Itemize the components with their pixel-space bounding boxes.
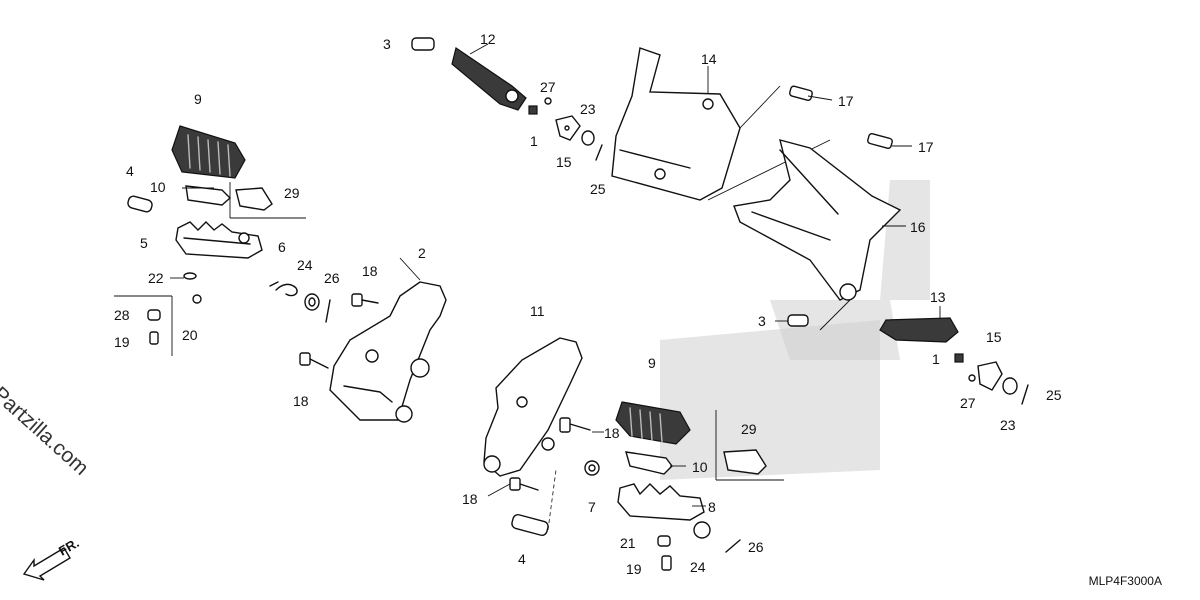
footpeg-rubber-center (615, 401, 691, 445)
serrated-step-left (175, 221, 263, 259)
heel-guard-14 (611, 47, 741, 201)
footpeg-12 (451, 47, 527, 111)
callout-15: 15 (986, 329, 1002, 345)
callout-28: 28 (114, 307, 130, 323)
bolt-18-center-upper (559, 417, 591, 433)
callout-10: 10 (692, 459, 708, 475)
plate-left (185, 185, 232, 206)
callout-26: 26 (324, 270, 340, 286)
cotter-pin-25-top (595, 144, 603, 161)
callout-12: 12 (480, 31, 496, 47)
bolt-17-lower (867, 133, 893, 149)
callout-9: 9 (194, 91, 202, 107)
spring-6 (269, 281, 298, 297)
callout-14: 14 (701, 51, 717, 67)
callout-18: 18 (462, 491, 478, 507)
callout-18: 18 (362, 263, 378, 279)
footrest-bracket-left (329, 281, 447, 423)
leader-lines (170, 43, 941, 507)
callout-2: 2 (418, 245, 426, 261)
callout-13: 13 (930, 289, 946, 305)
bolt-17-upper (789, 85, 813, 101)
bolt-3-right (787, 314, 809, 327)
callout-27: 27 (540, 79, 556, 95)
callout-8: 8 (708, 499, 716, 515)
bolt-18-upper-left (351, 293, 379, 307)
washer-23-top (581, 130, 595, 146)
callout-22: 22 (148, 270, 164, 286)
callout-27: 27 (960, 395, 976, 411)
bolt-19-left (149, 331, 159, 345)
bolt-18-center-lower (509, 477, 539, 491)
callout-3: 3 (383, 36, 391, 52)
spring-1-top (528, 105, 538, 115)
callout-labels: 3 12 27 1 23 15 25 14 17 17 9 4 10 29 5 … (114, 31, 1062, 577)
callout-25: 25 (1046, 387, 1062, 403)
bracket-29-right (715, 410, 784, 481)
plate-10-center (625, 451, 673, 475)
diagram-code: MLP4F3000A (1088, 574, 1162, 588)
callout-4: 4 (518, 551, 526, 567)
bolt-20 (192, 294, 202, 304)
callout-3: 3 (758, 313, 766, 329)
callout-5: 5 (140, 235, 148, 251)
callout-19: 19 (114, 334, 130, 350)
callout-16: 16 (910, 219, 926, 235)
callout-24: 24 (297, 257, 313, 273)
callout-23: 23 (1000, 417, 1016, 433)
bolt-19-center (661, 555, 672, 571)
ball-27-top (544, 97, 552, 105)
footpeg-13 (879, 317, 959, 343)
washer-24-center (693, 521, 711, 539)
callout-6: 6 (278, 239, 286, 255)
washer-23-right (1002, 377, 1018, 395)
callout-7: 7 (588, 499, 596, 515)
callout-18: 18 (293, 393, 309, 409)
footrest-bracket-11 (483, 337, 583, 477)
callout-17: 17 (918, 139, 934, 155)
callout-1: 1 (932, 351, 940, 367)
callout-26: 26 (748, 539, 764, 555)
bolt-3-top (411, 37, 435, 51)
pin-4-center (511, 469, 557, 536)
callout-17: 17 (838, 93, 854, 109)
pin-left (127, 195, 153, 213)
nut-28 (147, 309, 161, 321)
callout-24: 24 (690, 559, 706, 575)
bolt-18-lower-left (299, 352, 329, 369)
callout-29: 29 (741, 421, 757, 437)
footpeg-rubber-left (171, 125, 246, 179)
callout-15: 15 (556, 154, 572, 170)
callout-10: 10 (150, 179, 166, 195)
serrated-step-8 (617, 483, 705, 521)
callout-9: 9 (648, 355, 656, 371)
callout-11: 11 (530, 303, 545, 319)
washer-22 (183, 272, 197, 280)
front-direction-arrow: FR. (22, 535, 82, 581)
callout-23: 23 (580, 101, 596, 117)
ball-27-right (968, 374, 976, 382)
cotter-pin-25-right (1021, 384, 1029, 405)
callout-20: 20 (182, 327, 198, 343)
washer-24-left (304, 293, 320, 311)
spring-1-right (954, 353, 964, 363)
callout-1: 1 (530, 133, 538, 149)
callout-19: 19 (626, 561, 642, 577)
cotter-pin-26-left (325, 299, 331, 323)
callout-29: 29 (284, 185, 300, 201)
bracket-29-left (229, 182, 306, 219)
spring-7 (584, 460, 600, 476)
group-bracket-28-19 (114, 295, 173, 356)
callout-21: 21 (620, 535, 636, 551)
plate-15-top (555, 115, 581, 141)
plate-15-right (977, 361, 1003, 391)
nut-21 (657, 535, 671, 547)
callout-18: 18 (604, 425, 620, 441)
cotter-pin-26-center (725, 539, 741, 553)
footrest-bracket-right (733, 139, 902, 301)
callout-25: 25 (590, 181, 606, 197)
callout-4: 4 (126, 163, 134, 179)
